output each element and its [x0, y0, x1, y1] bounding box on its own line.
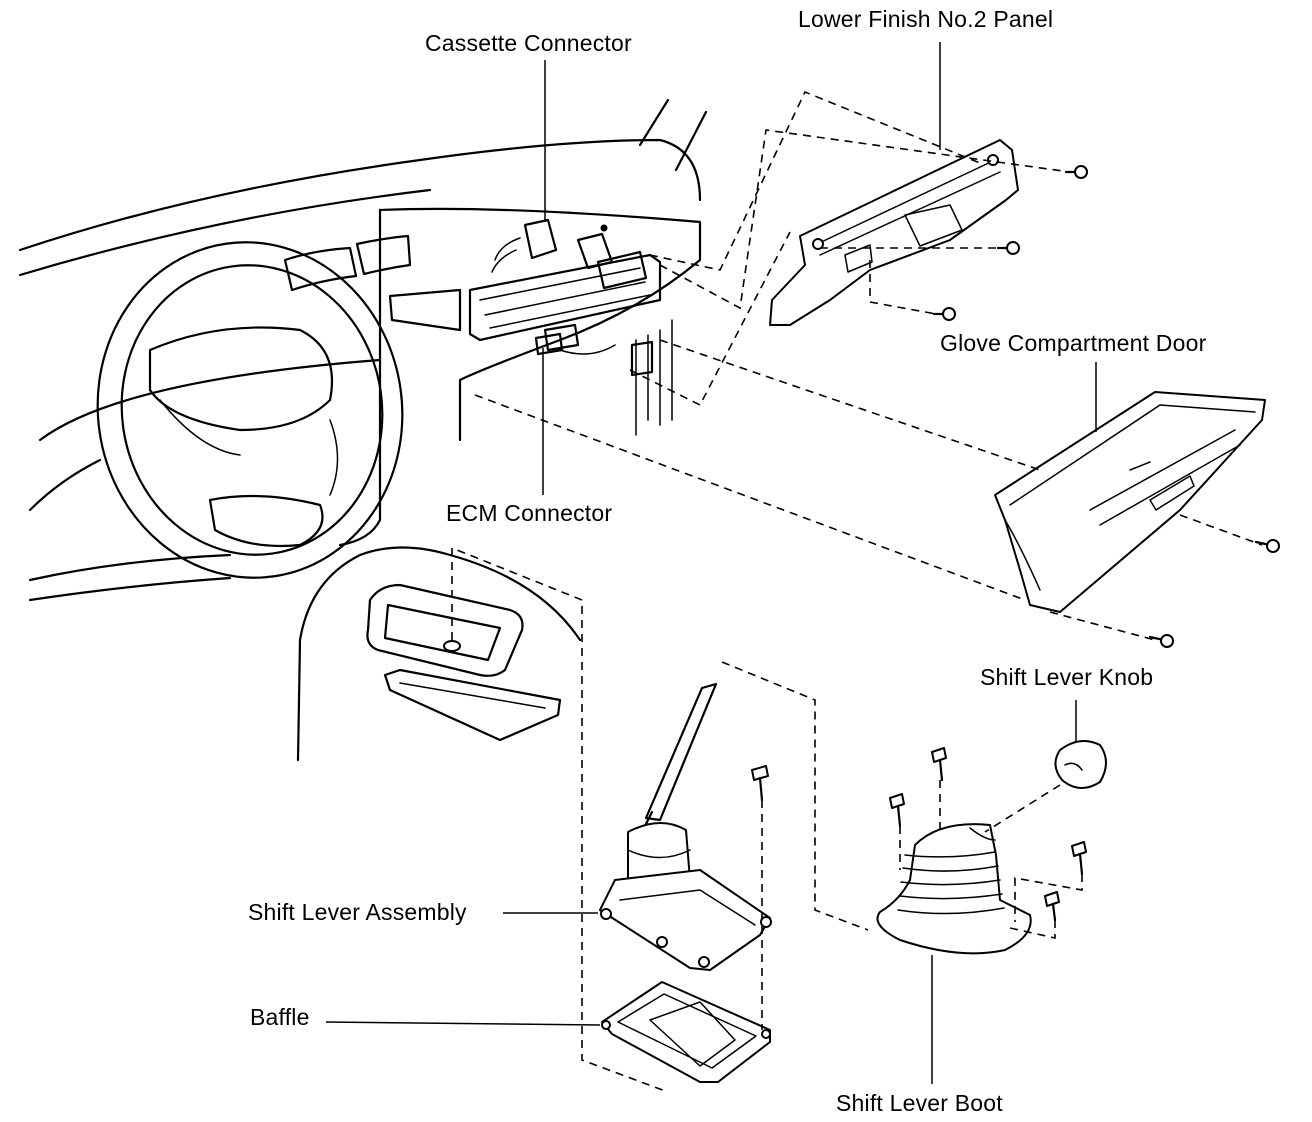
- connectors: [491, 218, 648, 356]
- dashboard: [18, 98, 708, 602]
- baffle: [601, 981, 771, 1083]
- glove-box-screws: [1148, 539, 1280, 648]
- shift-lever-assembly: [599, 682, 772, 971]
- label-shift-lever-assembly: Shift Lever Assembly: [248, 899, 467, 925]
- glove-compartment-door: [994, 391, 1266, 613]
- shift-lever-boot: [876, 823, 1032, 955]
- shift-lever-knob: [1054, 740, 1107, 789]
- label-ecm-connector: ECM Connector: [446, 500, 613, 526]
- label-shift-lever-knob: Shift Lever Knob: [980, 664, 1154, 690]
- shift-assembly-bolt: [751, 765, 769, 802]
- lower-finish-panel: [769, 139, 1019, 326]
- label-baffle: Baffle: [250, 1004, 310, 1030]
- label-lower-finish-panel: Lower Finish No.2 Panel: [798, 6, 1054, 32]
- label-glove-compartment-door: Glove Compartment Door: [940, 330, 1207, 356]
- panel-screws: [932, 165, 1088, 321]
- steering-wheel: [96, 241, 404, 579]
- label-shift-lever-boot: Shift Lever Boot: [836, 1090, 1003, 1116]
- boot-screws: [889, 747, 1087, 922]
- assembly-lines: [451, 90, 1263, 1093]
- center-console: [296, 546, 582, 762]
- leader-lines: [325, 42, 1097, 1084]
- label-cassette-connector: Cassette Connector: [425, 30, 632, 56]
